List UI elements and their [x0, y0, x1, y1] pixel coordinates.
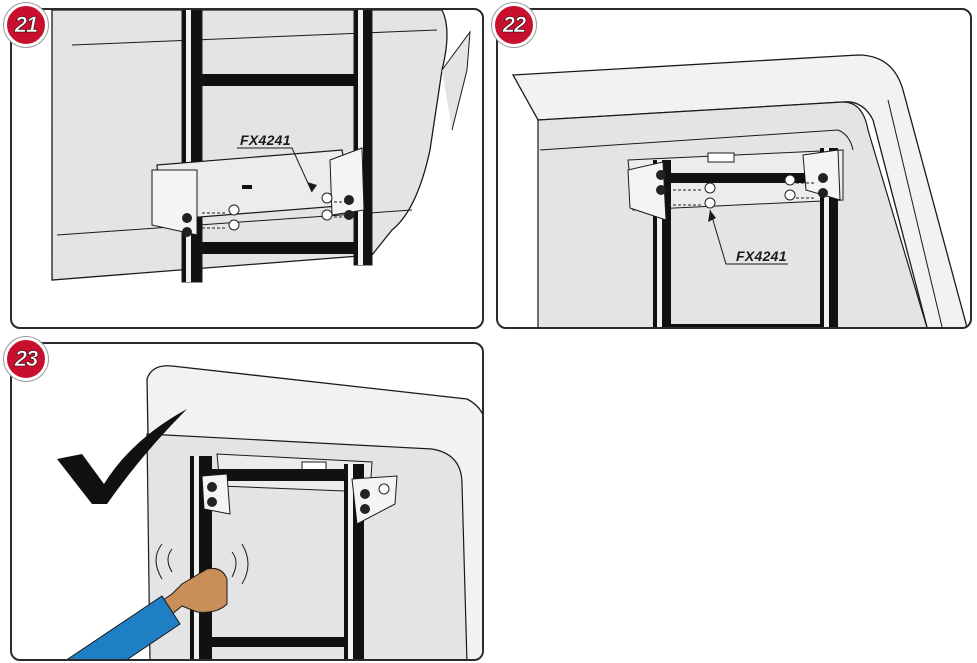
step-number-badge: 22	[492, 3, 536, 47]
step-21-illustration	[51, 10, 471, 283]
step-number-badge: 21	[4, 3, 48, 47]
step-number: 23	[14, 346, 38, 372]
part-label-fx4241: FX4241	[736, 248, 787, 264]
step-23-panel	[10, 342, 484, 661]
checkmark-icon	[57, 409, 187, 504]
step-number-badge: 23	[4, 337, 48, 381]
part-label-fx4241: FX4241	[240, 132, 291, 148]
step-21-panel: FX4241	[10, 8, 484, 329]
step-23-illustration	[57, 365, 482, 659]
step-number: 22	[502, 12, 526, 38]
step-22-illustration	[511, 54, 968, 327]
step-22-panel: FX4241	[496, 8, 972, 329]
step-number: 21	[14, 12, 38, 38]
